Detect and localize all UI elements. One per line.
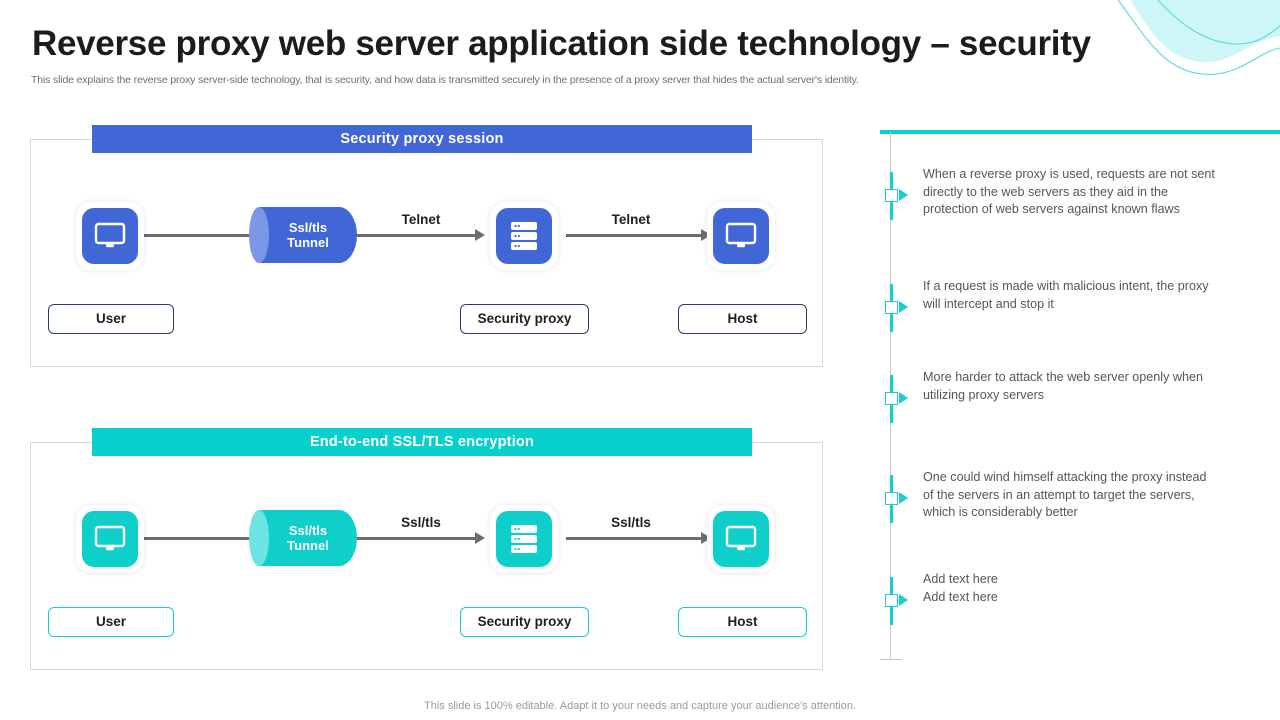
tunnel-label-line1: Ssl/tls (288, 523, 328, 538)
bullet-arrow-icon (899, 492, 908, 504)
tunnel-cap (249, 510, 269, 566)
connector-label-1: Telnet (401, 212, 441, 227)
tunnel-label-line1: Ssl/tls (288, 220, 328, 235)
node-label-user-1: User (48, 304, 174, 334)
diagram-panel-end-to-end-encryption: Ssl/tls Tunnel Ssl/tls Ssl/tls (30, 442, 823, 670)
connector-tunnel-to-proxy-2 (357, 537, 475, 540)
bullet-square-marker (885, 189, 898, 202)
connector-user-to-tunnel-1 (144, 234, 279, 237)
connector-tunnel-to-proxy-1 (357, 234, 475, 237)
page-title: Reverse proxy web server application sid… (32, 24, 1091, 63)
bullet-arrow-icon (899, 594, 908, 606)
tunnel-body (259, 510, 357, 566)
tunnel-body (259, 207, 357, 263)
timeline-top-bar (880, 130, 1280, 134)
connector-proxy-to-host-2 (566, 537, 701, 540)
server-icon (496, 208, 552, 264)
page-subtitle: This slide explains the reverse proxy se… (31, 74, 859, 86)
arrow-head-4 (701, 532, 711, 544)
node-label-host-1: Host (678, 304, 807, 334)
arrow-head-2 (701, 229, 711, 241)
node-icon-security-proxy-1 (490, 202, 558, 270)
bullet-square-marker (885, 392, 898, 405)
node-icon-user-1 (76, 202, 144, 270)
tunnel-label: Ssl/tls Tunnel (259, 510, 357, 566)
connector-user-to-tunnel-2 (144, 537, 279, 540)
timeline-foot-tick (880, 659, 902, 660)
bullet-square-marker (885, 492, 898, 505)
list-item-text: When a reverse proxy is used, requests a… (923, 167, 1215, 216)
monitor-icon (713, 511, 769, 567)
diagram-1: Ssl/tls Tunnel Telnet Telnet (31, 140, 824, 368)
connector-proxy-to-host-1 (566, 234, 701, 237)
panel-header-end-to-end-encryption: End-to-end SSL/TLS encryption (92, 428, 752, 456)
server-icon (496, 511, 552, 567)
tunnel-label-line2: Tunnel (287, 235, 329, 250)
connector-label-2: Telnet (611, 212, 651, 227)
bullet-arrow-icon (899, 301, 908, 313)
panel-header-security-proxy-session: Security proxy session (92, 125, 752, 153)
monitor-icon (713, 208, 769, 264)
node-icon-security-proxy-2 (490, 505, 558, 573)
tunnel-label-line2: Tunnel (287, 538, 329, 553)
ssl-tls-tunnel-1: Ssl/tls Tunnel (249, 207, 357, 263)
tunnel-label: Ssl/tls Tunnel (259, 207, 357, 263)
connector-label-4: Ssl/tls (611, 515, 651, 530)
arrow-head-1 (475, 229, 485, 241)
diagram-2: Ssl/tls Tunnel Ssl/tls Ssl/tls (31, 443, 824, 671)
node-icon-host-1 (707, 202, 775, 270)
bullet-square-marker (885, 301, 898, 314)
bullet-arrow-icon (899, 189, 908, 201)
bullet-arrow-icon (899, 392, 908, 404)
monitor-icon (82, 511, 138, 567)
bullet-square-marker (885, 594, 898, 607)
monitor-icon (82, 208, 138, 264)
list-item-text: One could wind himself attacking the pro… (923, 470, 1207, 519)
tunnel-cap (249, 207, 269, 263)
diagram-panel-security-proxy-session: Ssl/tls Tunnel Telnet Telnet (30, 139, 823, 367)
node-label-security-proxy-2: Security proxy (460, 607, 589, 637)
arrow-head-3 (475, 532, 485, 544)
list-item-text: Add text here Add text here (923, 572, 998, 604)
node-label-security-proxy-1: Security proxy (460, 304, 589, 334)
ssl-tls-tunnel-2: Ssl/tls Tunnel (249, 510, 357, 566)
node-label-user-2: User (48, 607, 174, 637)
slide-footer-note: This slide is 100% editable. Adapt it to… (424, 700, 856, 712)
list-item-text: If a request is made with malicious inte… (923, 279, 1209, 311)
node-icon-host-2 (707, 505, 775, 573)
connector-label-3: Ssl/tls (401, 515, 441, 530)
node-icon-user-2 (76, 505, 144, 573)
list-item-text: More harder to attack the web server ope… (923, 370, 1204, 402)
node-label-host-2: Host (678, 607, 807, 637)
